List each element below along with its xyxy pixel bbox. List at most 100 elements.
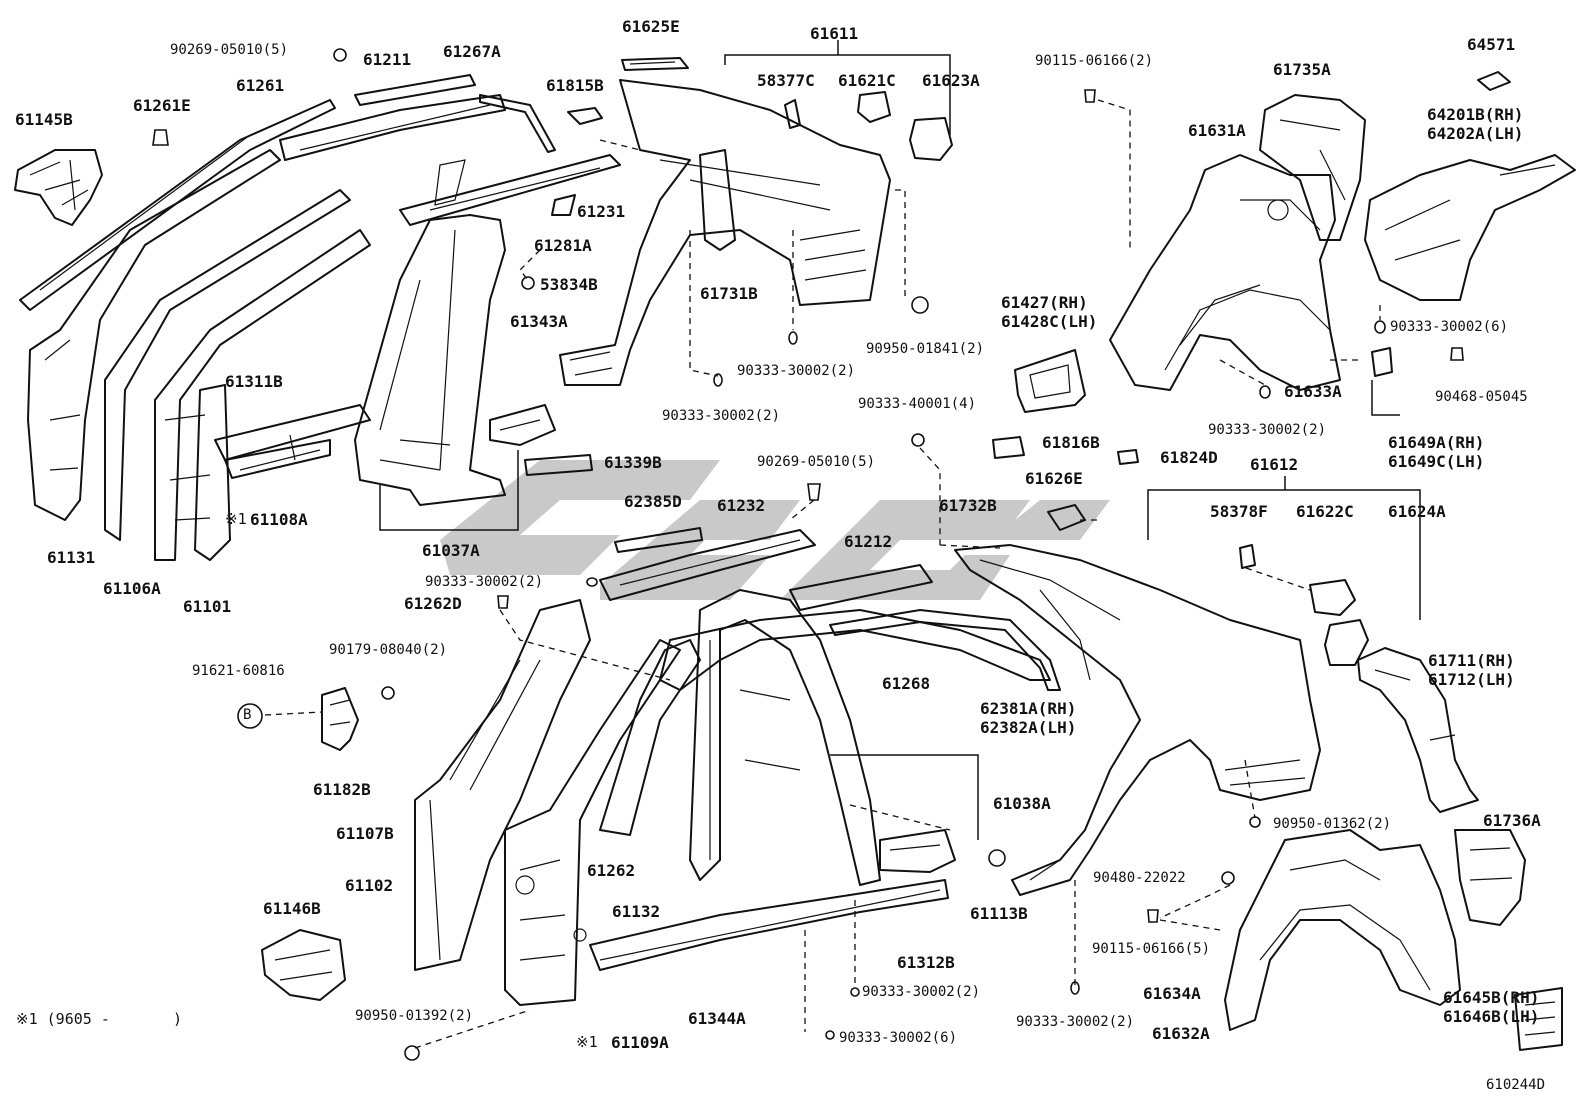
label-61312B[interactable]: 61312B [897, 953, 955, 972]
label-61633A[interactable]: 61633A [1284, 382, 1342, 401]
callout-b-letter: B [243, 707, 252, 723]
label-61824D[interactable]: 61824D [1160, 448, 1218, 467]
label-61711[interactable]: 61711(RH)61712(LH) [1428, 651, 1515, 689]
part-61625E-plate [567, 57, 689, 125]
part-61711-arch [1357, 647, 1479, 813]
label-90950-01392-2[interactable]: 90950-01392(2) [355, 1008, 474, 1024]
label-61281A[interactable]: 61281A [534, 236, 592, 255]
label-61611[interactable]: 61611 [810, 24, 859, 43]
part-61343A-pillar [354, 154, 621, 531]
watermark-logo [440, 460, 1110, 600]
part-61631A-wheelhouse [1109, 94, 1366, 391]
label-64571[interactable]: 64571 [1467, 35, 1516, 54]
label-61634A[interactable]: 61634A [1143, 984, 1201, 1003]
label-61261[interactable]: 61261 [236, 76, 285, 95]
label-61612[interactable]: 61612 [1250, 455, 1299, 474]
label-61109A[interactable]: 61109A [611, 1033, 669, 1052]
note-mark-61108A: ※1 [225, 510, 247, 528]
part-61736A-bracket [1454, 829, 1526, 926]
label-61131[interactable]: 61131 [47, 548, 96, 567]
label-61731B[interactable]: 61731B [700, 284, 758, 303]
label-61145B[interactable]: 61145B [15, 110, 73, 129]
label-90179-08040-2[interactable]: 90179-08040(2) [329, 642, 448, 658]
fastener-61261E [152, 129, 169, 146]
part-61632A-wheelhouse-lower [1224, 829, 1563, 1051]
label-61211[interactable]: 61211 [363, 50, 412, 69]
label-61107B[interactable]: 61107B [336, 824, 394, 843]
label-90115-06166-2[interactable]: 90115-06166(2) [1035, 53, 1154, 69]
label-90333-30002-2-a[interactable]: 90333-30002(2) [737, 363, 856, 379]
label-61037A[interactable]: 61037A [422, 541, 480, 560]
part-61731B-strip [699, 149, 736, 251]
label-61231[interactable]: 61231 [577, 202, 626, 221]
label-61132[interactable]: 61132 [612, 902, 661, 921]
label-61816B[interactable]: 61816B [1042, 433, 1100, 452]
label-61626E[interactable]: 61626E [1025, 469, 1083, 488]
label-61427[interactable]: 61427(RH)61428C(LH) [1001, 293, 1098, 331]
label-62381A[interactable]: 62381A(RH)62382A(LH) [980, 699, 1077, 737]
label-61815B[interactable]: 61815B [546, 76, 604, 95]
label-61038A[interactable]: 61038A [993, 794, 1051, 813]
label-61339B[interactable]: 61339B [604, 453, 662, 472]
label-61146B[interactable]: 61146B [263, 899, 321, 918]
label-61212[interactable]: 61212 [844, 532, 893, 551]
label-90115-06166-5[interactable]: 90115-06166(5) [1092, 941, 1211, 957]
label-90333-30002-2-b[interactable]: 90333-30002(2) [662, 408, 781, 424]
label-61344A[interactable]: 61344A [688, 1009, 746, 1028]
part-61146B-bracket [261, 929, 346, 1001]
label-90950-01841-2[interactable]: 90950-01841(2) [866, 341, 985, 357]
label-61267A[interactable]: 61267A [443, 42, 501, 61]
label-90269-05010-5-mid[interactable]: 90269-05010(5) [757, 454, 876, 470]
label-61632A[interactable]: 61632A [1152, 1024, 1210, 1043]
label-61343A[interactable]: 61343A [510, 312, 568, 331]
label-61623A[interactable]: 61623A [922, 71, 980, 90]
label-53834B[interactable]: 53834B [540, 275, 598, 294]
label-90333-30002-2-c[interactable]: 90333-30002(2) [1208, 422, 1327, 438]
label-91621-60816[interactable]: 91621-60816 [192, 663, 285, 679]
label-61261E[interactable]: 61261E [133, 96, 191, 115]
label-61108A[interactable]: 61108A [250, 510, 308, 529]
label-64201B[interactable]: 64201B(RH)64202A(LH) [1427, 105, 1524, 143]
label-90333-30002-2-e[interactable]: 90333-30002(2) [862, 984, 981, 1000]
label-61113B[interactable]: 61113B [970, 904, 1028, 923]
label-61101[interactable]: 61101 [183, 597, 232, 616]
label-90480-22022[interactable]: 90480-22022 [1093, 870, 1186, 886]
leader-lines [264, 99, 1381, 1049]
label-90269-05010-5-top[interactable]: 90269-05010(5) [170, 42, 289, 58]
label-61625E[interactable]: 61625E [622, 17, 680, 36]
label-58377C[interactable]: 58377C [757, 71, 815, 90]
label-90950-01362-2[interactable]: 90950-01362(2) [1273, 816, 1392, 832]
figure-id: 610244D [1486, 1077, 1546, 1093]
label-90333-30002-2-f[interactable]: 90333-30002(2) [1016, 1014, 1135, 1030]
label-61268[interactable]: 61268 [882, 674, 931, 693]
label-61311B[interactable]: 61311B [225, 372, 283, 391]
label-61624A[interactable]: 61624A [1388, 502, 1446, 521]
label-61232[interactable]: 61232 [717, 496, 766, 515]
label-61622C[interactable]: 61622C [1296, 502, 1354, 521]
label-90333-30002-6-bottom[interactable]: 90333-30002(6) [839, 1030, 958, 1046]
label-61106A[interactable]: 61106A [103, 579, 161, 598]
label-61262[interactable]: 61262 [587, 861, 636, 880]
part-64201B-bracket [1364, 71, 1576, 301]
label-61262D[interactable]: 61262D [404, 594, 462, 613]
label-90333-30002-2-d[interactable]: 90333-30002(2) [425, 574, 544, 590]
label-90333-30002-6-right[interactable]: 90333-30002(6) [1390, 319, 1509, 335]
label-61621C[interactable]: 61621C [838, 71, 896, 90]
label-61649A[interactable]: 61649A(RH)61649C(LH) [1388, 433, 1485, 471]
label-61645B[interactable]: 61645B(RH)61646B(LH) [1443, 988, 1540, 1026]
label-61732B[interactable]: 61732B [939, 496, 997, 515]
part-61145B-bracket [14, 149, 103, 226]
part-61649A-clip [1371, 347, 1400, 416]
label-61631A[interactable]: 61631A [1188, 121, 1246, 140]
label-58378F[interactable]: 58378F [1210, 502, 1268, 521]
label-90468-05045[interactable]: 90468-05045 [1435, 389, 1528, 405]
label-61736A[interactable]: 61736A [1483, 811, 1541, 830]
label-61735A[interactable]: 61735A [1273, 60, 1331, 79]
label-90333-40001-4[interactable]: 90333-40001(4) [858, 396, 977, 412]
label-61182B[interactable]: 61182B [313, 780, 371, 799]
label-61102[interactable]: 61102 [345, 876, 394, 895]
fastener-set [333, 48, 1464, 1061]
label-62385D[interactable]: 62385D [624, 492, 682, 511]
